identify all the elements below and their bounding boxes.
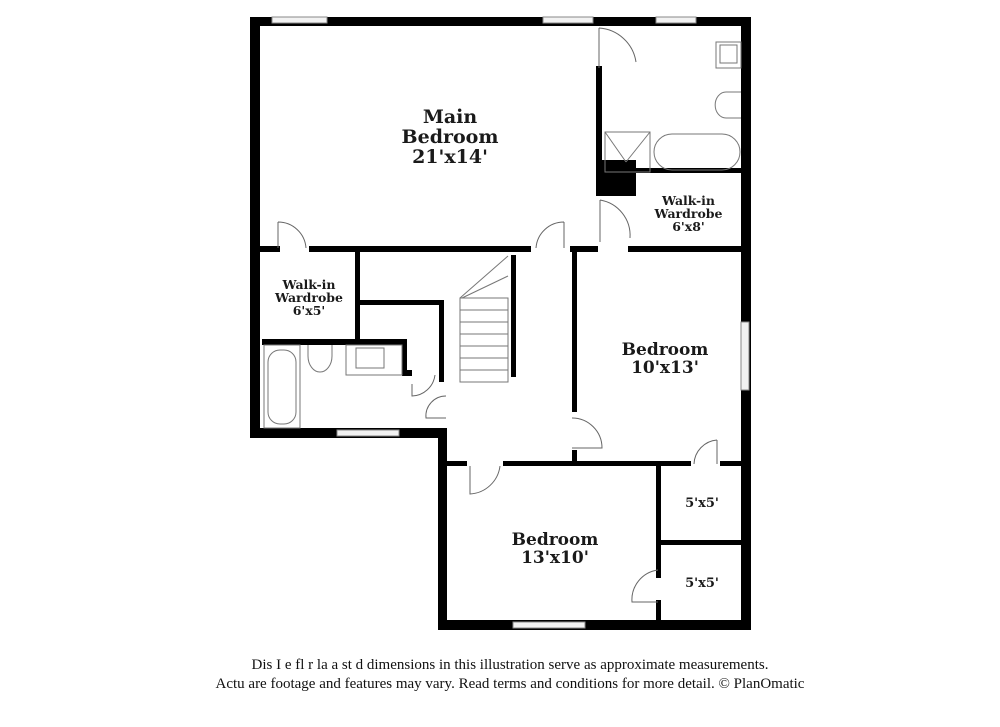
room-label-main-bedroom: Main Bedroom 21'x14' xyxy=(350,106,550,168)
disclaimer: Dis I e fl r la a st d dimensions in thi… xyxy=(100,656,920,694)
staircase xyxy=(459,255,509,383)
room-name: Wardrobe xyxy=(275,290,343,306)
bathroom-fixtures xyxy=(263,41,742,429)
room-label-bedroom-10x13: Bedroom 10'x13' xyxy=(590,340,740,378)
room-dimensions: 6'x5' xyxy=(292,303,326,319)
room-dimensions: 5'x5' xyxy=(685,496,719,511)
room-name: Bedroom xyxy=(511,530,599,550)
room-dimensions: 5'x5' xyxy=(685,576,719,591)
room-dimensions: 21'x14' xyxy=(412,145,488,168)
room-name: Walk-in xyxy=(662,193,715,208)
room-dimensions: 6'x8' xyxy=(672,219,705,235)
disclaimer-line-2: Actu are footage and features may vary. … xyxy=(215,676,805,692)
room-dimensions: 10'x13' xyxy=(631,357,699,378)
room-name: Walk-in xyxy=(282,277,336,292)
room-label-walk-in-wardrobe-6x8: Walk-in Wardrobe 6'x8' xyxy=(636,193,741,235)
room-label-bedroom-13x10: Bedroom 13'x10' xyxy=(480,530,630,568)
room-name: Wardrobe xyxy=(654,206,723,222)
windows xyxy=(271,16,750,629)
room-dimensions: 13'x10' xyxy=(521,547,589,568)
disclaimer-line-1: Dis I e fl r la a st d dimensions in thi… xyxy=(251,657,769,673)
room-label-walk-in-wardrobe-6x5: Walk-in Wardrobe 6'x5' xyxy=(262,277,356,319)
room-name: Bedroom xyxy=(401,125,499,148)
room-name: Bedroom xyxy=(621,340,709,360)
doors xyxy=(277,27,718,603)
room-label-closet-2: 5'x5' xyxy=(662,577,742,591)
room-label-closet-1: 5'x5' xyxy=(662,497,742,511)
room-name: Main xyxy=(422,106,478,128)
